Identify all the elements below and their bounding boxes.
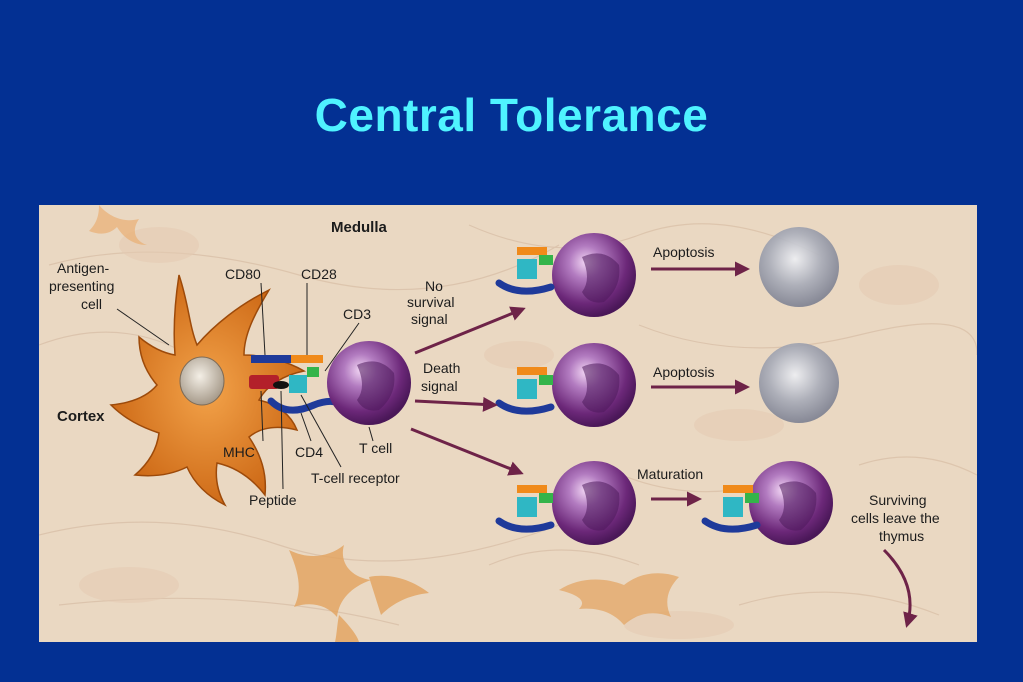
arrow-death-signal: [414, 396, 498, 412]
t-cell-outcome-3-nucleus: [582, 481, 620, 531]
cd80-molecule: [251, 355, 291, 363]
label-death-signal-line2: signal: [421, 378, 458, 394]
label-no-survival-line1: No: [425, 278, 443, 294]
receptor-complex-3: [495, 485, 555, 533]
label-apoptosis-1: Apoptosis: [653, 244, 714, 260]
background-apc-top: [89, 205, 147, 245]
label-tcell: T cell: [359, 440, 392, 456]
receptor-complex-4: [701, 485, 761, 533]
peptide-marker: [273, 381, 289, 389]
leader-mhc: [260, 390, 264, 442]
leader-cd80: [260, 282, 266, 356]
label-no-survival-line2: survival: [407, 294, 454, 310]
arrow-maturation-path: [410, 427, 524, 476]
label-apoptosis-2: Apoptosis: [653, 364, 714, 380]
label-death-signal-line1: Death: [423, 360, 460, 376]
leader-tcell: [368, 426, 374, 442]
receptor-complex-2: [495, 367, 555, 415]
leader-cd3: [324, 322, 360, 372]
label-surviving-line3: thymus: [879, 528, 924, 544]
label-cd28: CD28: [301, 266, 337, 282]
leader-apc: [116, 308, 170, 346]
label-cd80: CD80: [225, 266, 261, 282]
label-apc-line2: presenting: [49, 278, 114, 294]
arrow-no-survival: [414, 306, 526, 355]
t-cell-outcome-2-nucleus: [582, 363, 620, 413]
cd3-molecule: [307, 367, 319, 377]
label-tcr: T-cell receptor: [311, 470, 400, 486]
mhc-molecule: [249, 375, 279, 389]
label-maturation: Maturation: [637, 466, 703, 482]
apoptotic-cell-2: [759, 343, 839, 423]
label-surviving-line1: Surviving: [869, 492, 927, 508]
t-cell-central-nucleus: [357, 361, 395, 411]
label-cd4: CD4: [295, 444, 323, 460]
tissue-texture: [39, 223, 977, 626]
leader-cd4: [300, 412, 312, 442]
cd28-molecule: [291, 355, 323, 363]
label-cd3: CD3: [343, 306, 371, 322]
arrow-leave-thymus: [882, 548, 918, 628]
label-surviving-line2: cells leave the: [851, 510, 940, 526]
apc-nucleus: [179, 356, 225, 406]
leader-tcr: [300, 394, 342, 468]
tcr-molecule: [289, 375, 307, 393]
label-apc-line3: cell: [81, 296, 102, 312]
leader-peptide: [280, 390, 284, 490]
apoptotic-cell-1: [759, 227, 839, 307]
label-no-survival-line3: signal: [411, 311, 448, 327]
label-cortex: Cortex: [57, 408, 105, 425]
label-peptide: Peptide: [249, 492, 297, 508]
background-apc-bottom-left: [289, 545, 429, 642]
central-tolerance-figure: Medulla Cortex Antigen- presenting cell …: [39, 205, 977, 642]
receptor-complex-1: [495, 247, 555, 295]
label-mhc: MHC: [223, 444, 255, 460]
label-medulla: Medulla: [331, 219, 387, 236]
tissue-cells: [79, 227, 939, 639]
slide-title: Central Tolerance: [314, 89, 709, 141]
background-apc-bottom-center: [559, 573, 679, 625]
label-apc-line1: Antigen-: [57, 260, 109, 276]
t-cell-outcome-1-nucleus: [582, 253, 620, 303]
mature-t-cell-nucleus: [779, 481, 817, 531]
